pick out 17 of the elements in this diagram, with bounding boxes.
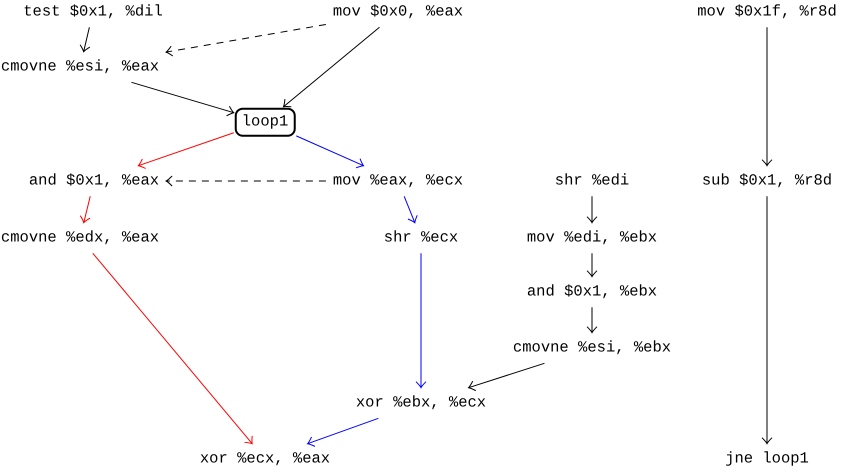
instruction-text: mov $0x1f, %r8d — [695, 2, 839, 22]
instruction-text: mov $0x0, %eax — [330, 2, 466, 22]
instruction-text: jne loop1 — [723, 448, 811, 470]
instruction-text: shr %ecx — [382, 228, 460, 248]
label-box: loop1 — [234, 108, 296, 136]
instruction-text: shr %edi — [552, 170, 632, 192]
instruction-text: mov %eax, %ecx — [330, 170, 466, 192]
instruction-text: cmovne %edx, %eax — [0, 228, 162, 248]
instruction-text: and $0x1, %eax — [26, 170, 162, 192]
instruction-text: sub $0x1, %r8d — [700, 170, 834, 192]
instruction-text: xor %ecx, %eax — [198, 448, 332, 470]
instruction-text: test $0x1, %dil — [21, 2, 165, 22]
instruction-text: and $0x1, %ebx — [524, 282, 660, 302]
instruction-text: xor %ebx, %ecx — [354, 392, 488, 414]
instruction-text: mov %edi, %ebx — [524, 228, 660, 248]
instruction-text: cmovne %esi, %eax — [0, 56, 162, 78]
instruction-text: cmovne %esi, %ebx — [510, 338, 674, 358]
